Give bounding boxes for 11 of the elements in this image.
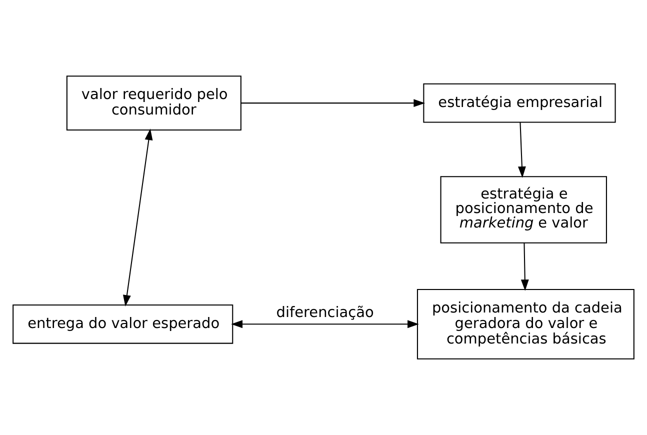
node-box: estratégia e posicionamento de marketing e valor [440, 176, 607, 244]
node-box: posicionamento da cadeia geradora do valor e competências básicas [416, 288, 634, 360]
node-box: valor requerido pelo consumidor [66, 76, 242, 131]
node-box: entrega do valor esperado [12, 304, 234, 344]
arrow [518, 122, 526, 178]
arrow [241, 99, 426, 108]
edge-label: diferenciação [276, 305, 374, 322]
arrow [122, 128, 153, 306]
arrow [231, 320, 419, 328]
node-box: estratégia empresarial [423, 83, 616, 123]
arrow [520, 242, 529, 291]
